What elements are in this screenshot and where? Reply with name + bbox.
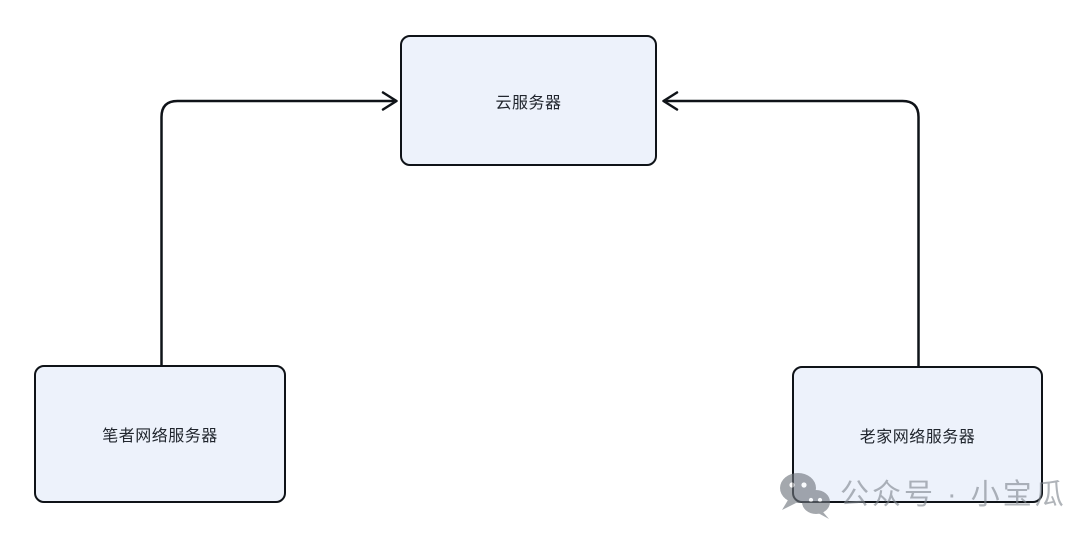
node-cloud-server: 云服务器 bbox=[400, 35, 657, 166]
arrowhead-right-icon bbox=[381, 91, 398, 111]
edge-author-to-cloud-line bbox=[160, 99, 395, 367]
edge-author-to-cloud bbox=[160, 91, 398, 367]
node-author-server-label: 笔者网络服务器 bbox=[102, 428, 218, 445]
edge-hometown-to-cloud bbox=[662, 91, 920, 368]
node-hometown-server: 老家网络服务器 bbox=[792, 366, 1043, 503]
arrowhead-left-icon bbox=[662, 91, 679, 111]
node-cloud-server-label: 云服务器 bbox=[495, 94, 562, 112]
node-hometown-server-label: 老家网络服务器 bbox=[859, 428, 976, 446]
edge-hometown-to-cloud-line bbox=[665, 99, 920, 368]
node-author-server: 笔者网络服务器 bbox=[34, 365, 286, 503]
